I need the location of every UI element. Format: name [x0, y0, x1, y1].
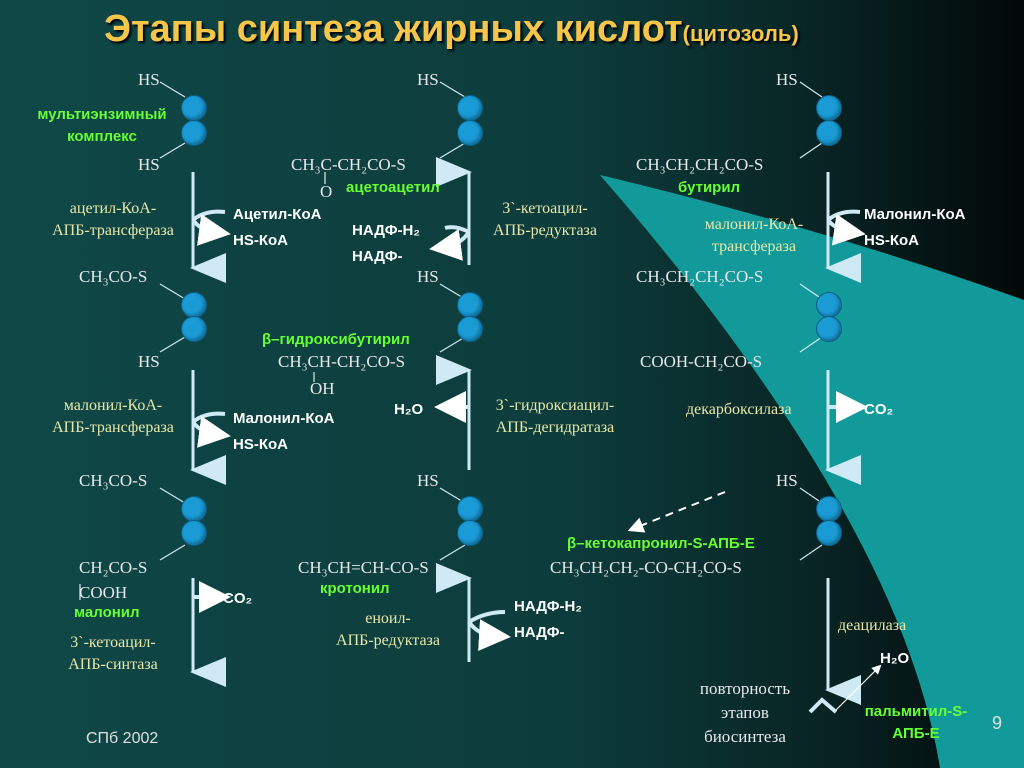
enzyme-ring	[181, 520, 207, 546]
co2-label: CO₂	[223, 590, 253, 607]
enzyme-ring	[816, 520, 842, 546]
acetyl-formula: CH₃CO-S	[79, 471, 148, 490]
hydroxybutyryl-name: β–гидроксибутирил	[262, 331, 410, 348]
hs-group: HS	[138, 70, 160, 89]
water-label: H₂O	[394, 401, 424, 418]
repeat-label: повторность этапов биосинтеза	[699, 679, 791, 746]
enzyme-ring	[457, 520, 483, 546]
enzyme-ring	[816, 496, 842, 522]
crotonyl-name: кротонил	[320, 580, 390, 597]
enzyme-label: малонил-КоА- трансфераза	[704, 216, 804, 255]
enzyme-ring	[181, 496, 207, 522]
enzyme-ring	[816, 316, 842, 342]
enzyme-ring	[457, 95, 483, 121]
malonyl-cooh: COOH	[79, 583, 128, 602]
oxygen-label: O	[320, 182, 333, 201]
enzyme-label: деацилаза	[838, 617, 907, 634]
enzyme-ring	[181, 292, 207, 318]
enzyme-ring	[181, 120, 207, 146]
acetyl-formula: CH₃CO-S	[79, 267, 148, 286]
complex-label: мультиэнзимный комплекс	[37, 106, 167, 145]
enzyme-label: 3`-гидроксиацил- АПБ-дегидратаза	[495, 397, 615, 436]
crotonyl-formula: CH₃CH=CH-CO-S	[298, 558, 429, 577]
enzyme-label: 3`-кетоацил- АПБ-редуктаза	[493, 200, 597, 239]
substrate-label: Малонил-КоА	[864, 206, 966, 223]
substrate-label: Малонил-КоА	[233, 410, 335, 427]
nadp-label: НАДФ-	[514, 624, 565, 641]
nadph-label: НАДФ-Н₂	[352, 222, 421, 239]
butyryl-formula: CH₃CH₂CH₂CO-S	[636, 267, 764, 286]
hs-group: HS	[776, 471, 798, 490]
nadph-label: НАДФ-Н₂	[514, 598, 583, 615]
product-label: HS-КоА	[233, 232, 288, 249]
enzyme-ring	[181, 95, 207, 121]
acetoacetyl-formula: CH₃C-CH₂CO-S	[291, 155, 406, 174]
enzyme-ring	[457, 292, 483, 318]
ketocapronyl-formula: CH₃CH₂CH₂-CO-CH₂CO-S	[550, 558, 742, 577]
hs-group: HS	[417, 471, 439, 490]
enzyme-ring	[457, 316, 483, 342]
malonyl-formula: COOH-CH₂CO-S	[640, 352, 763, 371]
page-title: Этапы синтеза жирных кислот(цитозоль)	[104, 8, 799, 50]
malonyl-formula: CH₂CO-S	[79, 558, 148, 577]
enzyme-label: декарбоксилаза	[686, 401, 792, 418]
co2-label: CO₂	[864, 401, 894, 418]
enzyme-ring	[816, 95, 842, 121]
hydroxybutyryl-formula: CH₃CH-CH₂CO-S	[278, 352, 406, 371]
hs-group: HS	[138, 155, 160, 174]
hs-group: HS	[417, 70, 439, 89]
enzyme-ring	[816, 292, 842, 318]
hs-group: HS	[138, 352, 160, 371]
footer-org: СПб 2002	[86, 730, 159, 747]
nadp-label: НАДФ-	[352, 248, 403, 265]
enzyme-ring	[181, 316, 207, 342]
hs-group: HS	[776, 70, 798, 89]
water-label: H₂O	[880, 650, 910, 667]
enzyme-ring	[816, 120, 842, 146]
hydroxyl-label: OH	[310, 379, 335, 398]
ketocapronyl-name: β–кетокапронил-S-АПБ-Е	[567, 535, 755, 552]
enzyme-label: малонил-КоА- АПБ-трансфераза	[52, 397, 174, 436]
enzyme-label: 3`-кетоацил- АПБ-синтаза	[68, 634, 158, 673]
butyryl-formula: CH₃CH₂CH₂CO-S	[636, 155, 764, 174]
malonyl-name: малонил	[74, 604, 140, 621]
enzyme-ring	[457, 496, 483, 522]
substrate-label: Ацетил-КоА	[233, 206, 322, 223]
butyryl-name: бутирил	[678, 179, 741, 196]
enzyme-label: еноил- АПБ-редуктаза	[336, 610, 440, 649]
enzyme-ring	[457, 120, 483, 146]
product-label: HS-КоА	[864, 232, 919, 249]
page-number: 9	[992, 713, 1003, 733]
enzyme-label: ацетил-КоА- АПБ-трансфераза	[52, 200, 174, 239]
product-name: пальмитил-S- АПБ-Е	[864, 703, 968, 742]
product-label: HS-КоА	[233, 436, 288, 453]
hs-group: HS	[417, 267, 439, 286]
acetoacetyl-name: ацетоацетил	[346, 179, 440, 196]
